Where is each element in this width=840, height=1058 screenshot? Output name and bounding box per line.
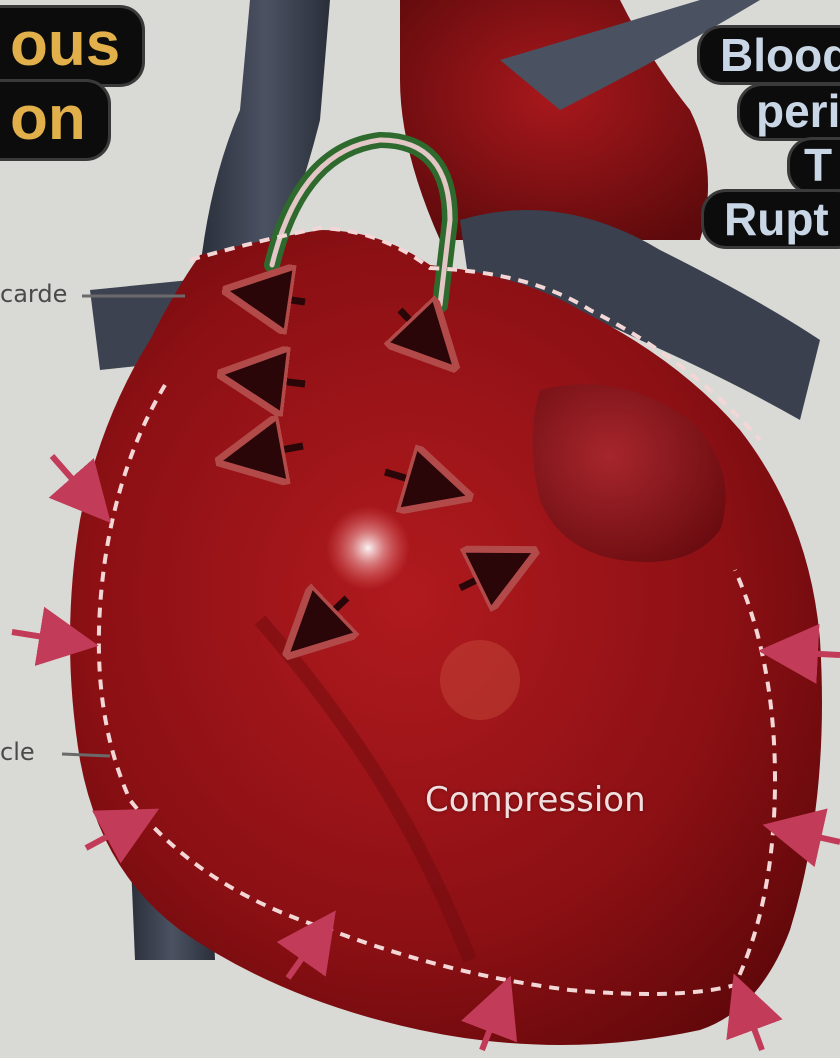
title-badge-left-line-1: ous: [0, 8, 142, 84]
highlight-spot: [326, 506, 410, 590]
title-badge-right-line-4: Rupt: [704, 192, 840, 246]
side-label-bottom: cle: [0, 738, 35, 766]
highlight-spot-faint: [440, 640, 520, 720]
title-badge-left-line-2: on: [0, 82, 108, 158]
leader-line-bottom: [62, 754, 110, 756]
side-label-top: carde: [0, 280, 67, 308]
title-badge-right-line-3: T: [790, 140, 840, 192]
title-badge-right-line-2: peri: [740, 86, 840, 138]
compression-arrow: [782, 652, 840, 655]
compression-label: Compression: [425, 780, 646, 820]
title-badge-right-line-1: Blood: [700, 28, 840, 82]
